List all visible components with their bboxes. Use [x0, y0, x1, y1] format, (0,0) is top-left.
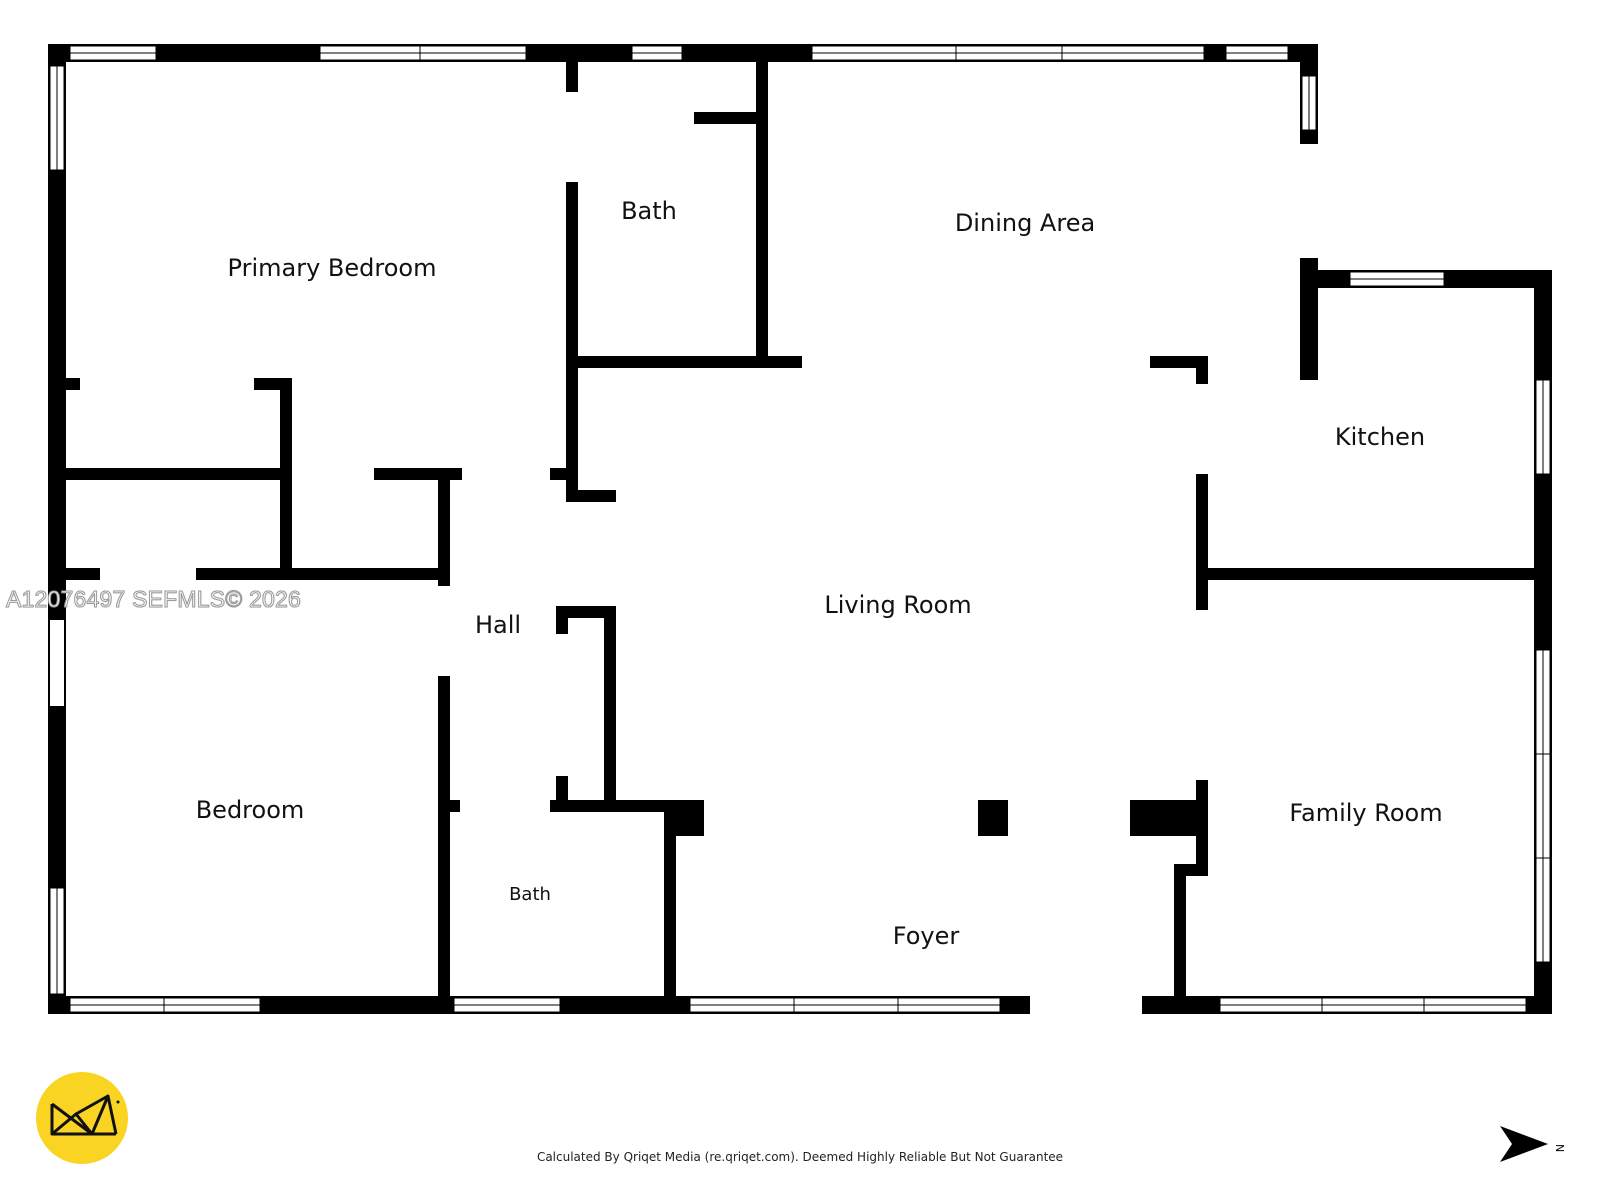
- north-arrow-icon: N: [1500, 1126, 1566, 1162]
- room-label-bath-top: Bath: [621, 197, 677, 225]
- disclaimer-text: Calculated By Qriqet Media (re.qriqet.co…: [536, 1150, 1064, 1164]
- north-label: N: [1553, 1144, 1566, 1152]
- walls: [48, 44, 1552, 1014]
- room-label-living-room: Living Room: [824, 591, 971, 619]
- windows: [49, 45, 1551, 1013]
- room-label-bath-bottom: Bath: [509, 884, 551, 905]
- openings: [50, 620, 1142, 1014]
- room-label-primary-bedroom: Primary Bedroom: [228, 254, 437, 282]
- qriqet-logo-icon: [36, 1072, 128, 1164]
- room-label-foyer: Foyer: [893, 922, 960, 950]
- room-label-hall: Hall: [475, 611, 521, 639]
- room-label-kitchen: Kitchen: [1335, 423, 1425, 451]
- room-label-family-room: Family Room: [1289, 799, 1442, 827]
- room-label-bedroom: Bedroom: [196, 796, 305, 824]
- mls-watermark: A12076497 SEFMLS© 2026: [6, 586, 302, 613]
- room-label-dining-area: Dining Area: [955, 209, 1095, 237]
